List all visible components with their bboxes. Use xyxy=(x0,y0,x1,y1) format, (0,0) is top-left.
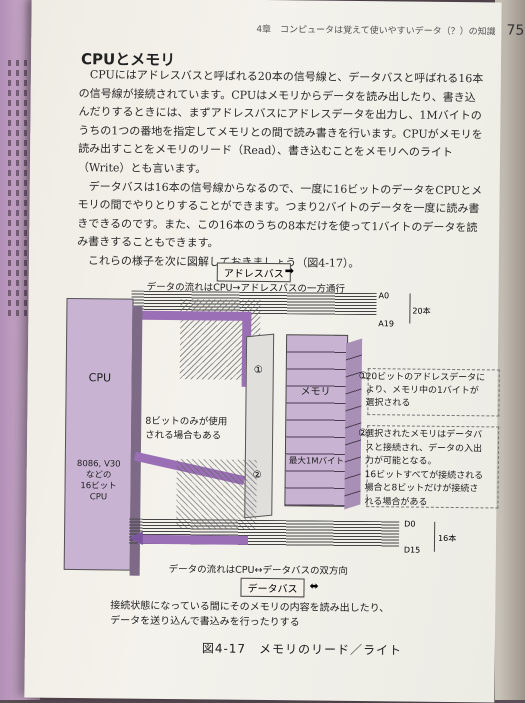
memory-size-label: 最大1Mバイト xyxy=(288,456,345,467)
d0-label: D0 xyxy=(404,519,416,529)
bracket xyxy=(403,293,411,324)
address-line-count: 20本 xyxy=(412,306,431,316)
note-data-connect: 選択されたメモリはデータバ スと接続され、データの入出 力が可能となる。 16ビ… xyxy=(364,429,484,508)
cpu-label: CPU xyxy=(88,371,112,385)
note-address-select: 20ビットのアドレスデータに より、メモリ中の1バイトが 選択される xyxy=(365,372,486,409)
page-number: 75 xyxy=(506,22,525,39)
data-line-count: 16本 xyxy=(437,533,457,544)
8bit-only-note: 8ビットのみが使用 される場合もある xyxy=(145,415,228,442)
figure-caption: 図4-17 メモリのリード／ライト xyxy=(201,641,403,658)
d15-label: D15 xyxy=(403,545,421,555)
adjacent-text-column xyxy=(16,60,19,320)
memory-label: メモリ xyxy=(300,386,331,398)
memory-read-write-figure: アドレスバス ➡ データの流れはCPU→アドレスバスの一方通行 A0 A19 2… xyxy=(24,0,501,702)
adjacent-text-column xyxy=(8,60,11,320)
data-path xyxy=(137,534,249,545)
cpu-block: CPU 8086, V30 などの 16ビット CPU xyxy=(63,297,143,576)
a19-label: A19 xyxy=(378,319,394,329)
arrow-right-icon: ➡ xyxy=(284,264,295,278)
memory-block xyxy=(284,334,349,507)
switch-marker-1: ① xyxy=(253,364,263,376)
data-bus-tag: データバス xyxy=(240,577,305,598)
a0-label: A0 xyxy=(378,291,390,301)
memory-block-side xyxy=(344,338,363,510)
bracket xyxy=(427,521,436,552)
data-flow-label: データの流れはCPU↔データバスの双方向 xyxy=(168,564,349,577)
selected-address-path xyxy=(131,310,252,321)
cpu-description: 8086, V30 などの 16ビット CPU xyxy=(76,459,121,503)
arrow-both-icon: ⬌ xyxy=(309,579,319,593)
adjacent-text-column xyxy=(24,60,27,320)
arrow-left-icon: ◀ xyxy=(128,526,143,548)
book-page: 4章 コンピュータは覚えて使いやすいデータ（？）の知識 75 CPUとメモリ C… xyxy=(24,0,524,703)
figure-bottom-note: 接続状態になっている間にそのメモリの内容を読み出したり、 データを送り込んで書込… xyxy=(110,600,390,629)
